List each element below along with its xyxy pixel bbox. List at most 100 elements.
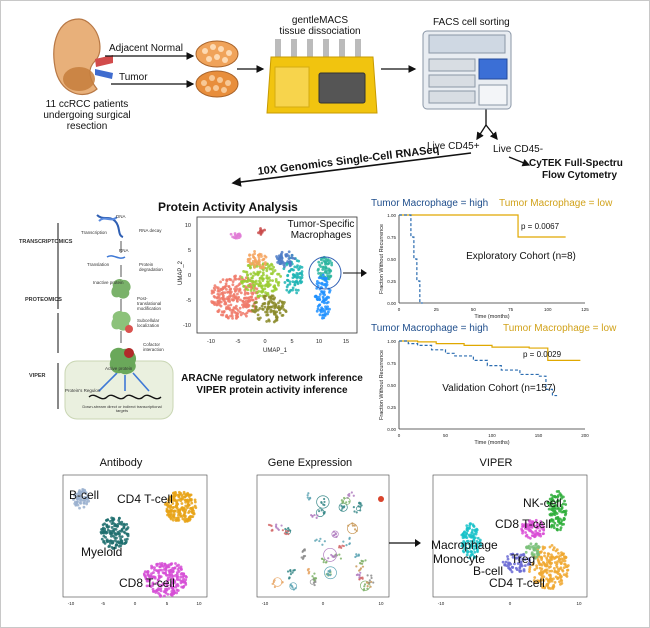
umap-point-pink xyxy=(238,234,242,238)
viper-point-cd8 xyxy=(538,529,542,533)
umap-point-orange xyxy=(253,266,256,269)
viper-point-cd4 xyxy=(555,570,559,574)
antibody-point-cd4 xyxy=(193,498,197,502)
viper-point-treg xyxy=(534,542,538,546)
antibody-point-bcell xyxy=(74,503,78,507)
gene-point xyxy=(317,509,321,513)
umap-point-olive xyxy=(281,302,285,306)
viper-point-macrophage xyxy=(473,550,477,554)
antibody-point-cd8 xyxy=(171,566,175,570)
umap-point-pink xyxy=(229,232,233,236)
antibody-point-myeloid xyxy=(116,522,120,526)
umap-point-mac-b xyxy=(316,298,320,302)
viper-point-macrophage xyxy=(475,544,479,548)
gene-point xyxy=(286,570,290,573)
antibody-point-cd4 xyxy=(181,495,184,498)
km-top-cohort: Exploratory Cohort (n=8) xyxy=(466,251,576,262)
antibody-point-cd8 xyxy=(161,571,165,575)
antibody-point-cd4 xyxy=(187,495,191,499)
gene-point xyxy=(355,511,358,514)
umap-point-blue xyxy=(293,257,297,261)
gene-point xyxy=(352,494,355,497)
gene-point xyxy=(338,553,341,556)
viper-label-cd8: CD8 T-cell xyxy=(495,517,551,531)
gene-point xyxy=(313,572,316,575)
gene-point xyxy=(342,544,345,548)
viper-point-cd4 xyxy=(556,560,560,563)
viper-point-cd8 xyxy=(531,531,535,534)
umap-point-red xyxy=(221,298,225,301)
transcriptomics-label: TRANSCRIPTOMICS xyxy=(19,239,73,245)
gene-point xyxy=(307,572,310,575)
antibody-point-myeloid xyxy=(120,535,124,539)
antibody-point-cd8 xyxy=(158,595,162,598)
antibody-point-cd8 xyxy=(164,591,168,595)
gene-point xyxy=(359,505,362,509)
umap-point-green xyxy=(242,269,246,273)
viper-point-macrophage xyxy=(468,524,471,528)
umap-point-blue xyxy=(290,253,294,257)
antibody-point-cd8 xyxy=(153,566,156,570)
gene-point xyxy=(332,530,335,533)
gene-point xyxy=(361,562,364,565)
umap-point-mac-b xyxy=(324,305,327,309)
umap-point-red xyxy=(225,278,228,282)
km-y-tick: 1.00 xyxy=(387,339,396,344)
umap-point-red xyxy=(225,287,228,291)
viper-point-cd4 xyxy=(562,566,566,570)
umap-point-olive xyxy=(278,299,282,303)
gene-point xyxy=(273,585,276,589)
umap-point-mac-b xyxy=(315,282,319,286)
umap-point-green xyxy=(259,284,263,288)
umap-point-red xyxy=(221,291,225,294)
umap-point-mac-b xyxy=(327,310,330,314)
antibody-point-cd8 xyxy=(154,591,158,594)
viper-point-cd4 xyxy=(538,579,542,583)
live-cd45-neg-label: Live CD45- xyxy=(493,144,544,155)
gene-x-tick: 10 xyxy=(378,601,384,606)
antibody-point-cd8 xyxy=(176,577,179,580)
umap-point-red xyxy=(228,277,231,281)
umap-point-orange xyxy=(253,260,257,264)
umap-point-green xyxy=(251,286,255,290)
umap-point-green xyxy=(255,291,259,295)
umap-point-olive xyxy=(281,305,285,309)
umap-point-green xyxy=(268,283,272,287)
km-bottom-legend-high-text: Tumor Macrophage = high xyxy=(371,323,489,334)
gene-point xyxy=(366,574,369,577)
umap-x-tick: 15 xyxy=(343,339,349,345)
gene-point xyxy=(366,587,369,590)
viper-point-cd8 xyxy=(529,525,533,529)
gene-ring xyxy=(331,530,339,538)
active-protein-label: Active protein xyxy=(105,366,133,371)
umap-point-green xyxy=(274,278,278,281)
viper-point-cd4 xyxy=(528,567,532,571)
umap-point-red xyxy=(227,304,230,308)
gene-point xyxy=(348,542,351,546)
umap-point-olive xyxy=(281,313,285,317)
antibody-point-myeloid xyxy=(109,534,113,538)
viper-point-macrophage xyxy=(467,533,471,537)
antibody-point-bcell xyxy=(82,498,86,502)
antibody-point-cd4 xyxy=(178,508,182,512)
viper-point-cd4 xyxy=(563,562,566,566)
umap-point-green xyxy=(249,265,252,269)
umap-point-mac-a xyxy=(317,271,320,275)
tumor-label: Tumor xyxy=(119,72,148,83)
antibody-point-myeloid xyxy=(110,545,114,549)
umap-point-red xyxy=(223,285,227,289)
antibody-point-cd4 xyxy=(194,506,198,510)
viper-point-cd4 xyxy=(535,566,539,570)
viper-point-cd4 xyxy=(565,572,569,575)
umap-point-olive xyxy=(267,319,271,323)
viper-point-treg xyxy=(530,545,533,549)
umap-point-teal xyxy=(286,274,289,278)
antibody-point-myeloid xyxy=(112,518,116,521)
antibody-point-cd4 xyxy=(180,502,184,505)
km-curve-low xyxy=(399,340,581,361)
viper-point-nk xyxy=(552,526,556,530)
gene-point xyxy=(321,543,324,546)
